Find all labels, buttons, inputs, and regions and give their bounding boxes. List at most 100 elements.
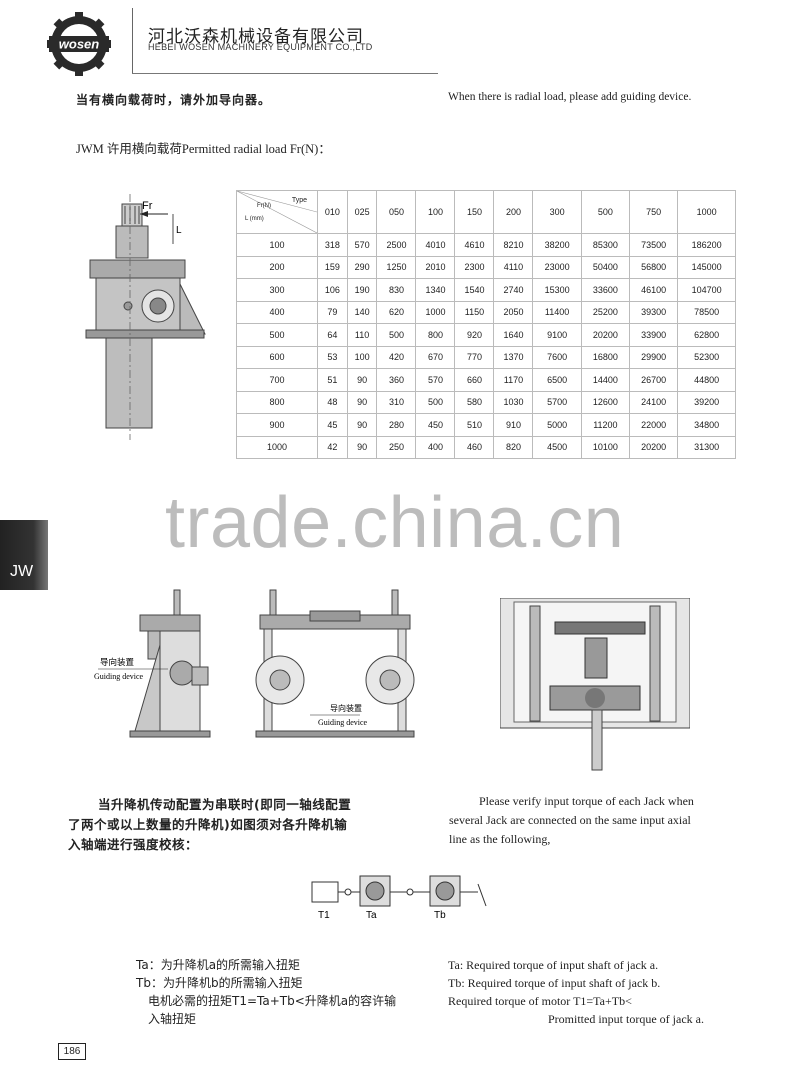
load-value-cell: 12600 bbox=[580, 390, 631, 414]
load-value-cell: 420 bbox=[376, 345, 417, 369]
load-value-cell: 90 bbox=[346, 413, 378, 437]
l-value-cell: 500 bbox=[236, 323, 318, 347]
watermark: trade.china.cn bbox=[165, 483, 625, 563]
load-value-cell: 140 bbox=[346, 300, 378, 324]
l-value-cell: 700 bbox=[236, 368, 318, 392]
load-value-cell: 52300 bbox=[677, 345, 736, 369]
l-value-cell: 600 bbox=[236, 345, 318, 369]
load-value-cell: 33900 bbox=[629, 323, 679, 347]
torque-en-line: Tb: Required torque of input shaft of ja… bbox=[448, 976, 661, 990]
type-header: 050 bbox=[376, 190, 417, 234]
load-value-cell: 4610 bbox=[454, 233, 495, 257]
load-value-cell: 4500 bbox=[532, 435, 582, 459]
load-value-cell: 1640 bbox=[493, 323, 534, 347]
guide-caption-left-en: Guiding device bbox=[94, 672, 144, 681]
load-value-cell: 42 bbox=[317, 435, 348, 459]
load-value-cell: 1000 bbox=[415, 300, 456, 324]
load-value-cell: 920 bbox=[454, 323, 495, 347]
dual-jack-guiding-drawing: 导向装置 Guiding device bbox=[255, 589, 415, 738]
table-corner-cell: Type Fr(N) L (mm) bbox=[236, 190, 318, 234]
load-value-cell: 7600 bbox=[532, 345, 582, 369]
t1-label: T1 bbox=[318, 910, 330, 921]
l-value-cell: 100 bbox=[236, 233, 318, 257]
load-value-cell: 29900 bbox=[629, 345, 679, 369]
load-value-cell: 830 bbox=[376, 278, 417, 302]
load-value-cell: 46100 bbox=[629, 278, 679, 302]
load-value-cell: 62800 bbox=[677, 323, 736, 347]
torque-notes-cn: Ta：为升降机a的所需输入扭矩 Tb：为升降机b的所需输入扭矩 电机必需的扭矩T… bbox=[136, 956, 396, 1028]
l-mm-header-label: L (mm) bbox=[245, 216, 264, 222]
guide-caption-mid-cn: 导向装置 bbox=[330, 703, 362, 713]
table-title: JWM 许用横向载荷Permitted radial load Fr(N)： bbox=[76, 142, 331, 156]
header-rule bbox=[132, 73, 438, 74]
jack-installation-frame-drawing bbox=[500, 598, 690, 771]
load-value-cell: 56800 bbox=[629, 255, 679, 279]
type-header: 010 bbox=[317, 190, 348, 234]
type-header: 150 bbox=[454, 190, 495, 234]
load-value-cell: 280 bbox=[376, 413, 417, 437]
load-value-cell: 44800 bbox=[677, 368, 736, 392]
load-value-cell: 145000 bbox=[677, 255, 736, 279]
load-value-cell: 820 bbox=[493, 435, 534, 459]
load-value-cell: 570 bbox=[346, 233, 378, 257]
logo-text: wosen bbox=[59, 37, 100, 52]
load-value-cell: 22000 bbox=[629, 413, 679, 437]
load-value-cell: 2500 bbox=[376, 233, 417, 257]
table-header-row: Type Fr(N) L (mm) 010 025 050 100 150 20… bbox=[236, 190, 736, 234]
load-value-cell: 2010 bbox=[415, 255, 456, 279]
load-value-cell: 318 bbox=[317, 233, 348, 257]
load-value-cell: 570 bbox=[415, 368, 456, 392]
load-value-cell: 11400 bbox=[532, 300, 582, 324]
torque-cn-line: Ta：为升降机a的所需输入扭矩 bbox=[136, 958, 301, 972]
load-value-cell: 1250 bbox=[376, 255, 417, 279]
torque-cn-line: Tb：为升降机b的所需输入扭矩 bbox=[136, 976, 303, 990]
load-value-cell: 400 bbox=[415, 435, 456, 459]
load-value-cell: 4010 bbox=[415, 233, 456, 257]
load-value-cell: 51 bbox=[317, 368, 348, 392]
load-value-cell: 580 bbox=[454, 390, 495, 414]
load-value-cell: 110 bbox=[346, 323, 378, 347]
l-value-cell: 800 bbox=[236, 390, 318, 414]
desc-en-line: Please verify input torque of each Jack … bbox=[479, 794, 694, 808]
load-value-cell: 48 bbox=[317, 390, 348, 414]
load-value-cell: 4110 bbox=[493, 255, 534, 279]
load-value-cell: 64 bbox=[317, 323, 348, 347]
load-value-cell: 25200 bbox=[580, 300, 631, 324]
header-divider bbox=[132, 8, 133, 74]
desc-cn-line: 当升降机传动配置为串联时(即同一轴线配置 bbox=[98, 797, 352, 812]
series-config-note-en: Please verify input torque of each Jack … bbox=[449, 792, 749, 849]
load-value-cell: 770 bbox=[454, 345, 495, 369]
load-value-cell: 100 bbox=[346, 345, 378, 369]
load-value-cell: 31300 bbox=[677, 435, 736, 459]
guide-caption-mid-en: Guiding device bbox=[318, 718, 368, 727]
load-value-cell: 39200 bbox=[677, 390, 736, 414]
motor-box bbox=[311, 881, 339, 903]
fr-force-label: Fr bbox=[142, 200, 153, 212]
l-distance-label: L bbox=[176, 225, 182, 236]
type-header: 300 bbox=[532, 190, 582, 234]
type-header: 500 bbox=[580, 190, 631, 234]
load-value-cell: 1370 bbox=[493, 345, 534, 369]
jack-b-box bbox=[429, 875, 461, 907]
load-value-cell: 45 bbox=[317, 413, 348, 437]
load-value-cell: 450 bbox=[415, 413, 456, 437]
radial-note-cn: 当有横向载荷时，请外加导向器。 bbox=[76, 93, 272, 107]
type-header: 750 bbox=[629, 190, 679, 234]
series-connection-schematic: T1 Ta Tb bbox=[311, 875, 487, 921]
section-side-tab bbox=[0, 520, 48, 590]
load-value-cell: 90 bbox=[346, 435, 378, 459]
series-config-note-cn: 当升降机传动配置为串联时(即同一轴线配置 了两个或以上数量的升降机)如图须对各升… bbox=[68, 795, 408, 855]
load-value-cell: 159 bbox=[317, 255, 348, 279]
load-value-cell: 11200 bbox=[580, 413, 631, 437]
load-value-cell: 90 bbox=[346, 390, 378, 414]
load-value-cell: 79 bbox=[317, 300, 348, 324]
page-number: 186 bbox=[58, 1043, 86, 1060]
load-value-cell: 186200 bbox=[677, 233, 736, 257]
corner-diagonal bbox=[237, 191, 317, 233]
guide-caption-left-cn: 导向装置 bbox=[100, 657, 135, 668]
